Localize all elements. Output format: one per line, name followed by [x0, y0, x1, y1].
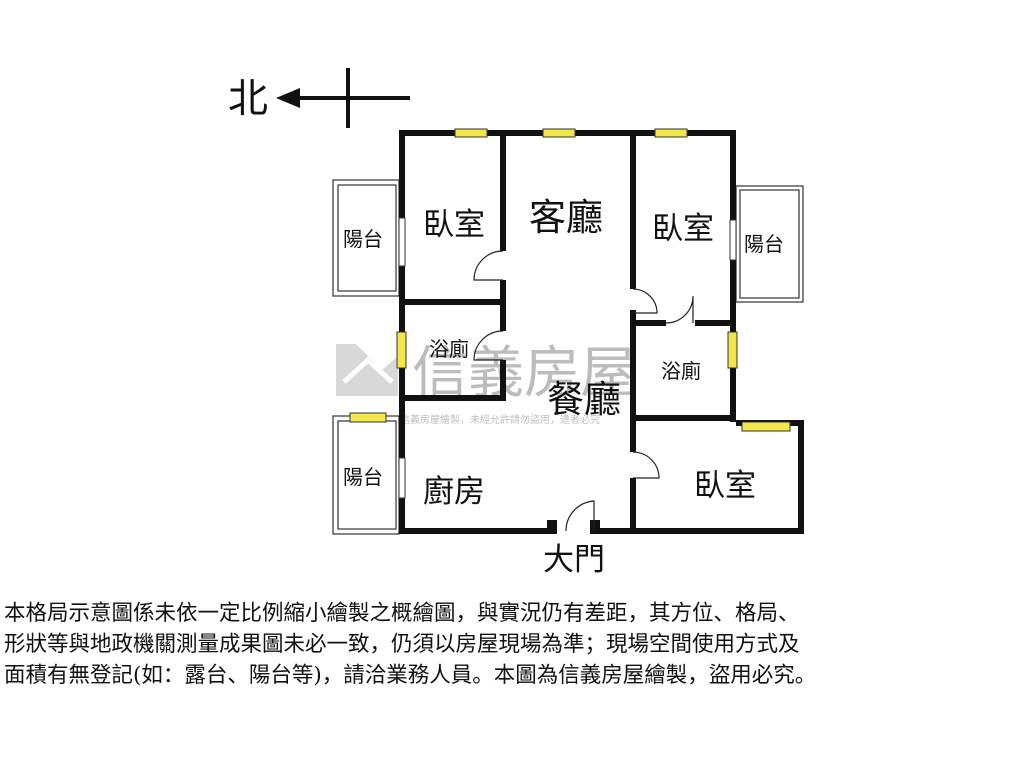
north-arrow	[276, 68, 410, 128]
label-balcony-e: 陽台	[744, 232, 784, 256]
watermark-brand: 信義房屋	[412, 341, 636, 406]
window	[654, 128, 688, 138]
windows	[349, 128, 791, 432]
label-kitchen: 廚房	[423, 474, 485, 510]
label-main-door: 大門	[543, 542, 605, 578]
label-bathroom-w: 浴廁	[429, 337, 469, 361]
window	[349, 412, 387, 423]
label-bedroom-ne: 臥室	[652, 211, 714, 247]
door-swings	[398, 217, 737, 532]
label-bedroom-nw: 臥室	[423, 207, 485, 243]
disclaimer: 本格局示意圖係未依一定比例縮小繪製之概繪圖，與實況仍有差距，其方位、格局、 形狀…	[4, 598, 1020, 691]
window	[454, 128, 488, 138]
north-label: 北	[228, 76, 268, 122]
window	[741, 421, 791, 432]
watermark-small-text: 信義房屋繪製，未經允許請勿盜用，違者必究	[400, 413, 600, 426]
label-living-room: 客廳	[529, 196, 603, 239]
disclaimer-line: 面積有無登記(如：露台、陽台等)，請洽業務人員。本圖為信義房屋繪製，盜用必究。	[4, 663, 817, 688]
arrow-head-icon	[276, 88, 300, 108]
watermark-logo-icon	[336, 344, 398, 396]
disclaimer-line: 形狀等與地政機關測量成果圖未必一致，仍須以房屋現場為準；現場空間使用方式及	[4, 632, 800, 657]
window	[727, 331, 738, 369]
label-bathroom-e: 浴廁	[661, 359, 701, 383]
window	[542, 128, 576, 138]
watermark: 信義房屋 信義房屋繪製，未經允許請勿盜用，違者必究	[336, 341, 636, 426]
label-balcony-sw: 陽台	[343, 465, 383, 489]
window	[396, 331, 407, 369]
disclaimer-line: 本格局示意圖係未依一定比例縮小繪製之概繪圖，與實況仍有差距，其方位、格局、	[4, 601, 800, 626]
label-bedroom-se: 臥室	[694, 468, 756, 504]
floor-plan: 北	[228, 68, 804, 578]
label-dining-room: 餐廳	[547, 378, 621, 421]
label-balcony-w: 陽台	[343, 227, 383, 251]
